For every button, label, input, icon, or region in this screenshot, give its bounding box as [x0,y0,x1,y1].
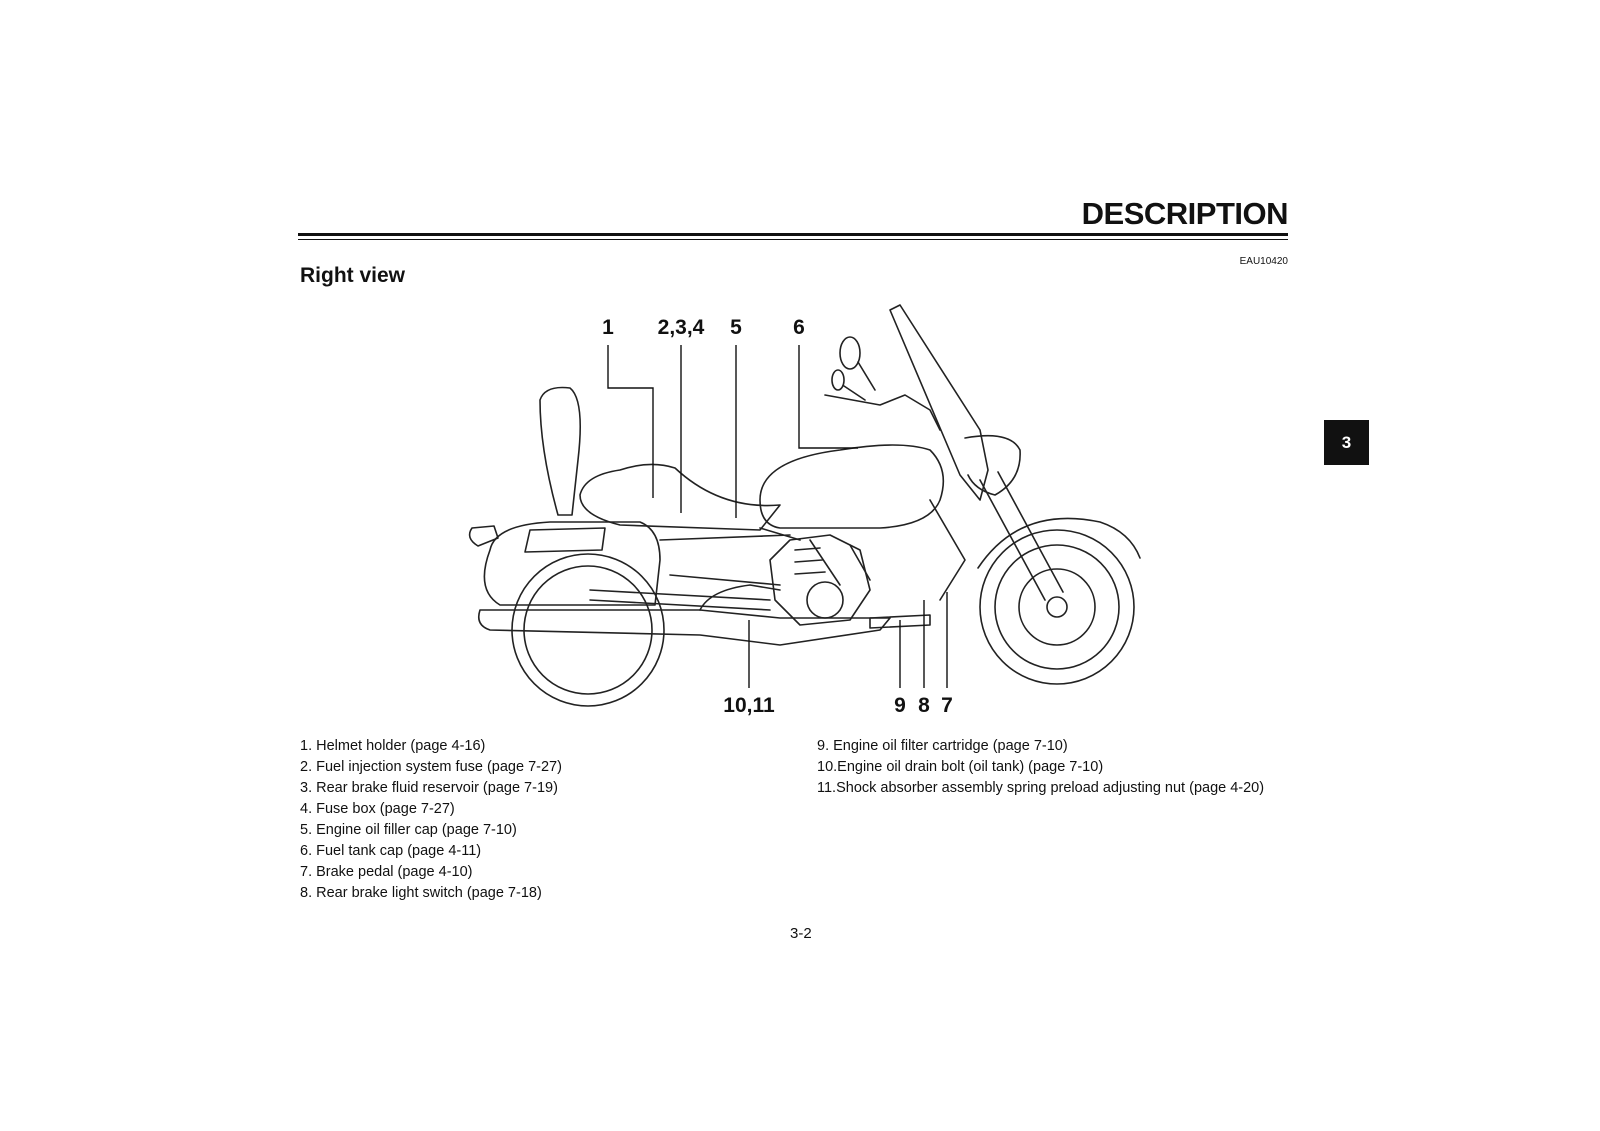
front-wheel [979,529,1135,685]
seat [579,463,781,531]
saddlebag-panel [524,527,606,553]
list-item: 5. Engine oil filler cap (page 7-10) [300,822,517,838]
section-title: Right view [300,264,406,287]
front-fork [979,471,1064,601]
engine [769,534,871,626]
motorcycle-right-view-figure: 1 2,3,4 5 6 10,11 9 8 7 [468,304,1141,717]
fuel-tank [759,444,945,529]
callout-label-9: 9 [894,694,906,717]
list-item: 3. Rear brake fluid reservoir (page 7-19… [300,780,558,796]
list-item: 6. Fuel tank cap (page 4-11) [300,843,482,859]
list-item: 4. Fuse box (page 7-27) [300,801,455,817]
backrest [539,386,582,516]
headlight [964,434,1021,496]
list-item: 11.Shock absorber assembly spring preloa… [817,780,1265,796]
chapter-tab-label: 3 [1341,432,1352,452]
mirror-upper [839,336,861,370]
callout-label-1: 1 [602,316,614,339]
exhaust-pipe [477,609,891,646]
callout-label-2-3-4: 2,3,4 [658,316,705,339]
list-item: 1. Helmet holder (page 4-16) [300,738,486,754]
list-item: 7. Brake pedal (page 4-10) [300,864,473,880]
parts-list-left: 1. Helmet holder (page 4-16) 2. Fuel inj… [300,736,562,904]
header-rule-thin [298,239,1288,240]
leader-1 [607,345,654,498]
list-item: 9. Engine oil filter cartridge (page 7-1… [817,738,1068,754]
header-rule-thick [298,233,1288,236]
document-code: EAU10420 [1239,256,1288,267]
list-item: 8. Rear brake light switch (page 7-18) [300,885,542,901]
callout-label-7: 7 [941,694,953,717]
rear-turn-signal [468,525,499,547]
callout-label-5: 5 [730,316,742,339]
front-fender [977,517,1141,569]
list-item: 2. Fuel injection system fuse (page 7-27… [300,759,562,775]
page-number: 3-2 [790,925,812,942]
rear-wheel [511,553,665,707]
floorboard [869,614,931,629]
windshield [889,304,989,501]
list-item: 10.Engine oil drain bolt (oil tank) (pag… [817,759,1104,775]
motorcycle-drawing [468,304,1141,707]
parts-list-right: 9. Engine oil filter cartridge (page 7-1… [817,736,1264,799]
page-title: DESCRIPTION [1081,196,1289,231]
saddlebag [483,521,661,606]
callout-label-6: 6 [793,316,805,339]
callout-label-10-11: 10,11 [723,694,775,717]
chapter-tab[interactable]: 3 [1324,420,1369,465]
frame [659,499,966,601]
mirror-lower [831,369,845,391]
callout-label-8: 8 [918,694,930,717]
handlebar [824,394,941,431]
leader-6 [798,345,858,449]
callout-leaders [607,345,948,688]
